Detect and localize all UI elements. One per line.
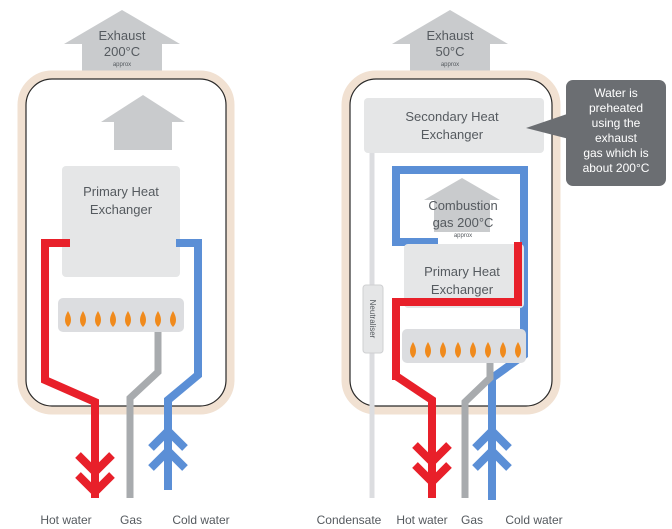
callout-line-3: using the (592, 116, 641, 130)
right-combustion-approx: approx (454, 233, 472, 239)
left-exhaust-arrow (64, 10, 180, 75)
callout-line-5: gas which is (583, 146, 648, 160)
left-gas-pipe (126, 332, 162, 498)
left-exhaust-title: Exhaust (99, 28, 146, 43)
right-gas-pipe (461, 363, 494, 498)
right-exhaust-title: Exhaust (427, 28, 474, 43)
right-secondary-exchanger (364, 98, 544, 153)
right-cold-arrow-icon (472, 425, 512, 471)
left-label-gas: Gas (120, 513, 142, 527)
callout-line-1: Water is (594, 86, 638, 100)
left-exhaust-temp: 200°C (104, 44, 140, 59)
right-boiler: Exhaust 50°C approx Secondary Heat Excha… (317, 10, 666, 527)
right-neutraliser (362, 284, 384, 354)
left-cold-arrow-icon (148, 425, 188, 471)
left-boiler: Exhaust 200°C approx Primary Heat Exchan… (17, 10, 235, 527)
left-inner-arrow (101, 95, 185, 150)
left-exhaust-approx: approx (113, 62, 131, 68)
right-combustion-arrow (424, 178, 500, 232)
right-primary-line1: Primary Heat (424, 264, 500, 279)
left-hot-arrow-icon (75, 452, 115, 498)
left-primary-line1: Primary Heat (83, 184, 159, 199)
left-primary-exchanger (62, 166, 180, 277)
right-flames (410, 342, 521, 358)
right-secondary-line2: Exchanger (421, 127, 484, 142)
left-flames (65, 311, 176, 327)
right-primary-exchanger (404, 244, 524, 308)
right-label-gas: Gas (461, 513, 483, 527)
left-burner (58, 298, 184, 332)
callout-line-4: exhaust (595, 131, 638, 145)
right-exhaust-temp: 50°C (435, 44, 464, 59)
callout-line-6: about 200°C (583, 161, 650, 175)
right-combustion-line2: gas 200°C (433, 215, 494, 230)
left-hot-water-pipe (41, 239, 99, 485)
right-primary-line2: Exchanger (431, 282, 494, 297)
right-hot-arrow-icon (412, 442, 452, 498)
right-combustion-line1: Combustion (428, 198, 497, 213)
left-primary-line2: Exchanger (90, 202, 153, 217)
callout-line-2: preheated (589, 101, 643, 115)
right-neutraliser-label: Neutraliser (368, 300, 377, 339)
right-callout: Water is preheated using the exhaust gas… (526, 80, 666, 186)
right-secondary-line1: Secondary Heat (405, 109, 499, 124)
right-burner (402, 329, 526, 363)
right-label-condensate: Condensate (317, 513, 382, 527)
right-label-cold: Cold water (505, 513, 562, 527)
left-label-hot: Hot water (40, 513, 91, 527)
right-exhaust-approx: approx (441, 62, 459, 68)
right-label-hot: Hot water (396, 513, 447, 527)
right-exhaust-arrow (392, 10, 508, 75)
left-label-cold: Cold water (172, 513, 229, 527)
